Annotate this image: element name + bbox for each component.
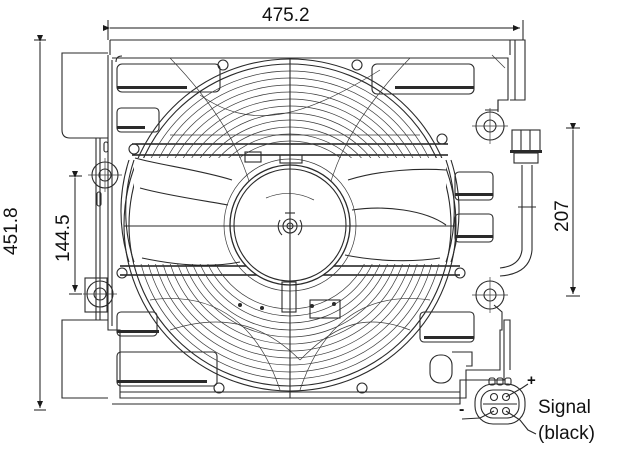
dimension-connector-line: [566, 123, 580, 297]
dimension-width-label: 475.2: [262, 5, 310, 26]
dimension-mount-spacing-label: 144.5: [53, 214, 74, 262]
mount-hole-right-top: [472, 108, 508, 144]
shroud-slots-right: [371, 63, 494, 384]
mount-hole-left-bottom: [83, 277, 117, 313]
fan-blades: [134, 57, 447, 391]
dimension-width-line: [103, 20, 524, 40]
dimension-height-label: 451.8: [1, 207, 22, 255]
negative-terminal-label: -: [459, 401, 465, 418]
dimension-mount-spacing-line: [69, 171, 82, 295]
positive-terminal-label: +: [527, 372, 536, 389]
upper-crossbar: [128, 133, 448, 156]
mount-hole-left-top: [88, 158, 122, 192]
fan-centerlines: [124, 58, 456, 398]
mount-hole-right-bottom: [472, 277, 508, 313]
motor-mount-tabs: [238, 151, 341, 319]
signal-color-label: (black): [538, 423, 596, 444]
harness-connector: [510, 129, 542, 164]
left-side-slots: [96, 141, 109, 207]
guard-tabs: [213, 59, 368, 394]
electrical-connector: [461, 377, 537, 435]
signal-label: Signal: [538, 397, 591, 418]
fan-outer-ring-mid: [120, 159, 460, 263]
wire-harness: [499, 165, 536, 277]
dimension-height-line: [34, 35, 46, 411]
left-flange-top: [61, 52, 108, 139]
dimension-connector-label: 207: [552, 200, 573, 232]
left-flange-bottom: [61, 319, 108, 399]
